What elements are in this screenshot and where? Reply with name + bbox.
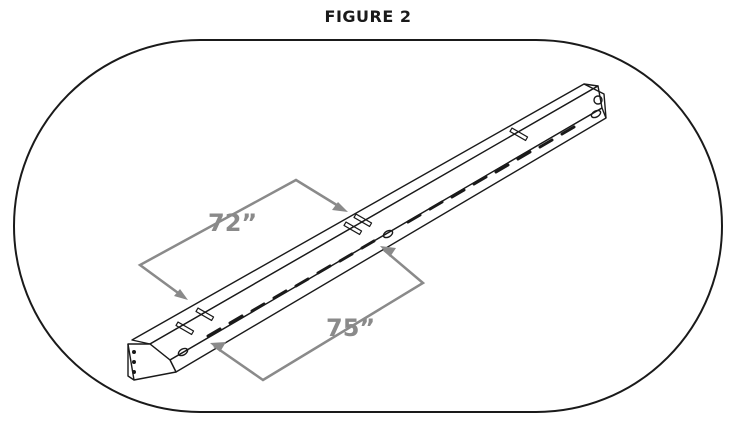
dimension-75-label: 75” [326,314,375,342]
dimension-72-line [137,178,348,300]
dimension-72-label: 72” [208,209,257,237]
stadium-border [13,39,723,413]
rail-bracket [127,83,607,381]
dimension-75-line [210,246,426,382]
figure-title: FIGURE 2 [324,7,412,26]
